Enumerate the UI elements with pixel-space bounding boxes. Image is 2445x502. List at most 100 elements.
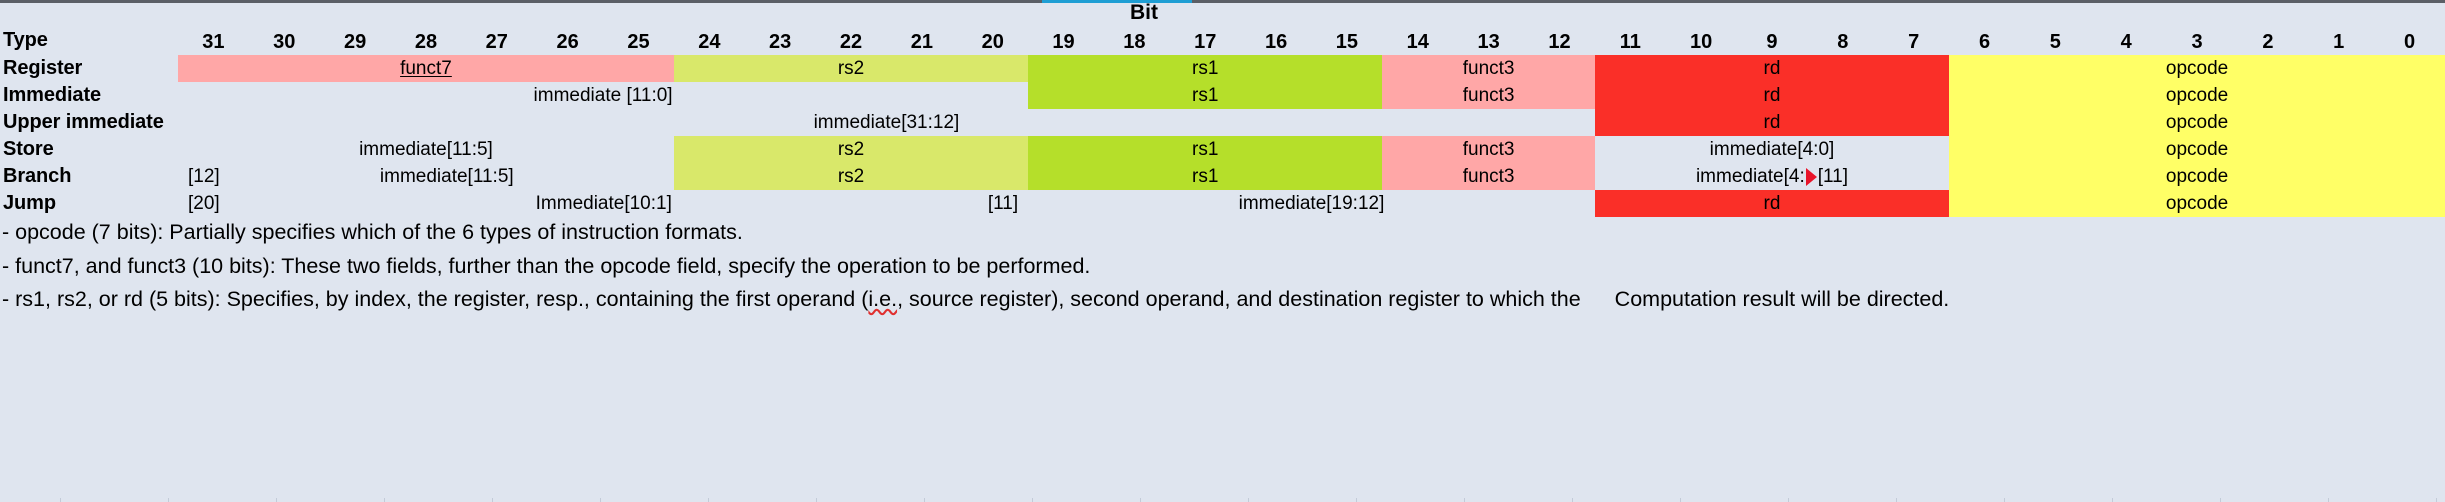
note-opcode: - opcode (7 bits): Partially specifies w… xyxy=(2,220,743,244)
bit-number-23: 23 xyxy=(769,31,792,53)
bit-number-19: 19 xyxy=(1052,31,1075,53)
bit-number-16: 16 xyxy=(1264,31,1288,53)
field-text: opcode xyxy=(2165,84,2229,106)
format-row-fields: funct7 rs2 rs1 funct3 rd opcode xyxy=(178,55,2445,82)
field-cell: rd xyxy=(1594,82,1950,109)
field-text: opcode xyxy=(2165,165,2229,187)
field-cell: [12] immediate[11:5] xyxy=(178,163,674,190)
field-cell: immediate [11:0] xyxy=(178,82,1028,109)
field-text: immediate[31:12] xyxy=(813,111,960,133)
field-text: rd xyxy=(1763,57,1781,79)
slide-top-edge xyxy=(0,0,2445,5)
bit-number-17: 17 xyxy=(1194,31,1217,53)
field-cell: rd xyxy=(1594,109,1950,136)
field-cell: rs2 xyxy=(673,136,1029,163)
field-cell: immediate[19:12] xyxy=(1028,190,1595,217)
format-row-label: Store xyxy=(3,138,54,160)
bit-number-10: 10 xyxy=(1690,31,1713,53)
format-row-fields: [12] immediate[11:5] rs2 rs1 funct3 immediate… xyxy=(178,163,2445,190)
field-text: rs1 xyxy=(1192,138,1219,160)
bit-number-2: 2 xyxy=(2262,31,2274,53)
bit-caption-row: Bit xyxy=(0,1,2445,25)
field-cell: opcode xyxy=(1949,55,2445,82)
note-registers-part2: , source register), second operand, and … xyxy=(897,287,1581,312)
field-cell: rs1 xyxy=(1028,55,1383,82)
bit-number-21: 21 xyxy=(910,31,933,53)
format-row-label: Branch xyxy=(3,165,72,187)
bit-number-5: 5 xyxy=(2049,31,2061,53)
bit-number-6: 6 xyxy=(1978,31,1991,53)
cursor-triangle-icon xyxy=(1805,167,1817,186)
bit-number-7: 7 xyxy=(1908,31,1920,53)
field-cell: immediate[31:12] xyxy=(178,109,1595,136)
bit-number-14: 14 xyxy=(1406,31,1429,53)
field-cell: opcode xyxy=(1949,109,2445,136)
field-cell: opcode xyxy=(1949,136,2445,163)
format-row-fields: immediate[11:5] rs2 rs1 funct3 immediate[4:0… xyxy=(178,136,2445,163)
note-registers: - rs1, rs2, or rd (5 bits): Specifies, b… xyxy=(2,285,2432,314)
bit-number-29: 29 xyxy=(343,31,367,53)
field-text: rs2 xyxy=(837,138,865,160)
field-subfield: [12] xyxy=(188,165,220,187)
field-cell: rs2 xyxy=(673,55,1029,82)
bit-number-18: 18 xyxy=(1123,31,1146,53)
format-row-label: Immediate xyxy=(3,84,102,106)
field-text: immediate [11:0] xyxy=(533,84,673,106)
format-row-label: Jump xyxy=(3,192,56,214)
bit-number-9: 9 xyxy=(1766,31,1778,53)
field-cell: immediate[4:[11] xyxy=(1595,163,1949,190)
field-text: rs1 xyxy=(1192,84,1219,106)
bit-number-11: 11 xyxy=(1619,31,1641,53)
field-text: rd xyxy=(1763,84,1781,106)
field-cell: immediate[4:0] xyxy=(1595,136,1949,163)
bit-number-28: 28 xyxy=(414,31,438,53)
field-cell: funct3 xyxy=(1382,55,1595,82)
field-cell: immediate[11:5] xyxy=(178,136,674,163)
format-row-label: Register xyxy=(3,57,83,79)
bottom-guide-ticks xyxy=(0,498,2445,502)
field-cell: rs1 xyxy=(1028,163,1383,190)
field-text: rd xyxy=(1763,192,1781,214)
bit-number-25: 25 xyxy=(627,31,650,53)
field-cell: [20]Immediate[10:1][11] xyxy=(178,190,1028,217)
bit-number-8: 8 xyxy=(1837,31,1849,53)
bit-number-1: 1 xyxy=(2333,31,2345,53)
field-text: [11] xyxy=(1817,165,1849,187)
field-subfield: [20] xyxy=(188,192,220,214)
bit-number-4: 4 xyxy=(2120,31,2132,53)
field-text: funct3 xyxy=(1462,165,1515,187)
bit-number-3: 3 xyxy=(2191,31,2203,53)
notes-list: - opcode (7 bits): Partially specifies w… xyxy=(2,218,2432,319)
field-subfield: immediate[11:5] xyxy=(379,165,514,187)
note-registers-continuation: Computation result will be directed. xyxy=(1614,287,1950,312)
field-cell: opcode xyxy=(1949,163,2445,190)
note-registers-misspelled-word: i.e. xyxy=(868,287,898,312)
field-text: rs1 xyxy=(1192,165,1219,187)
field-text: opcode xyxy=(2165,192,2229,214)
bit-number-22: 22 xyxy=(839,31,863,53)
format-row-fields: [20]Immediate[10:1][11]immediate[19:12] r… xyxy=(178,190,2445,217)
field-cell: rs1 xyxy=(1028,82,1383,109)
bit-number-12: 12 xyxy=(1548,31,1571,53)
field-text: rs2 xyxy=(837,165,865,187)
field-text: funct7 xyxy=(400,57,452,79)
field-cell: funct7 xyxy=(178,55,674,82)
field-text: funct3 xyxy=(1462,57,1515,79)
field-cell: rd xyxy=(1594,190,1950,217)
format-row-jump: Jump [20]Immediate[10:1][11]immediate[19:… xyxy=(0,190,2445,217)
field-text: funct3 xyxy=(1462,138,1515,160)
bit-number-24: 24 xyxy=(698,31,721,53)
field-text: rs2 xyxy=(837,57,865,79)
field-text: immediate[4:0] xyxy=(1709,138,1835,160)
bit-number-13: 13 xyxy=(1477,31,1500,53)
bit-number-26: 26 xyxy=(556,31,579,53)
